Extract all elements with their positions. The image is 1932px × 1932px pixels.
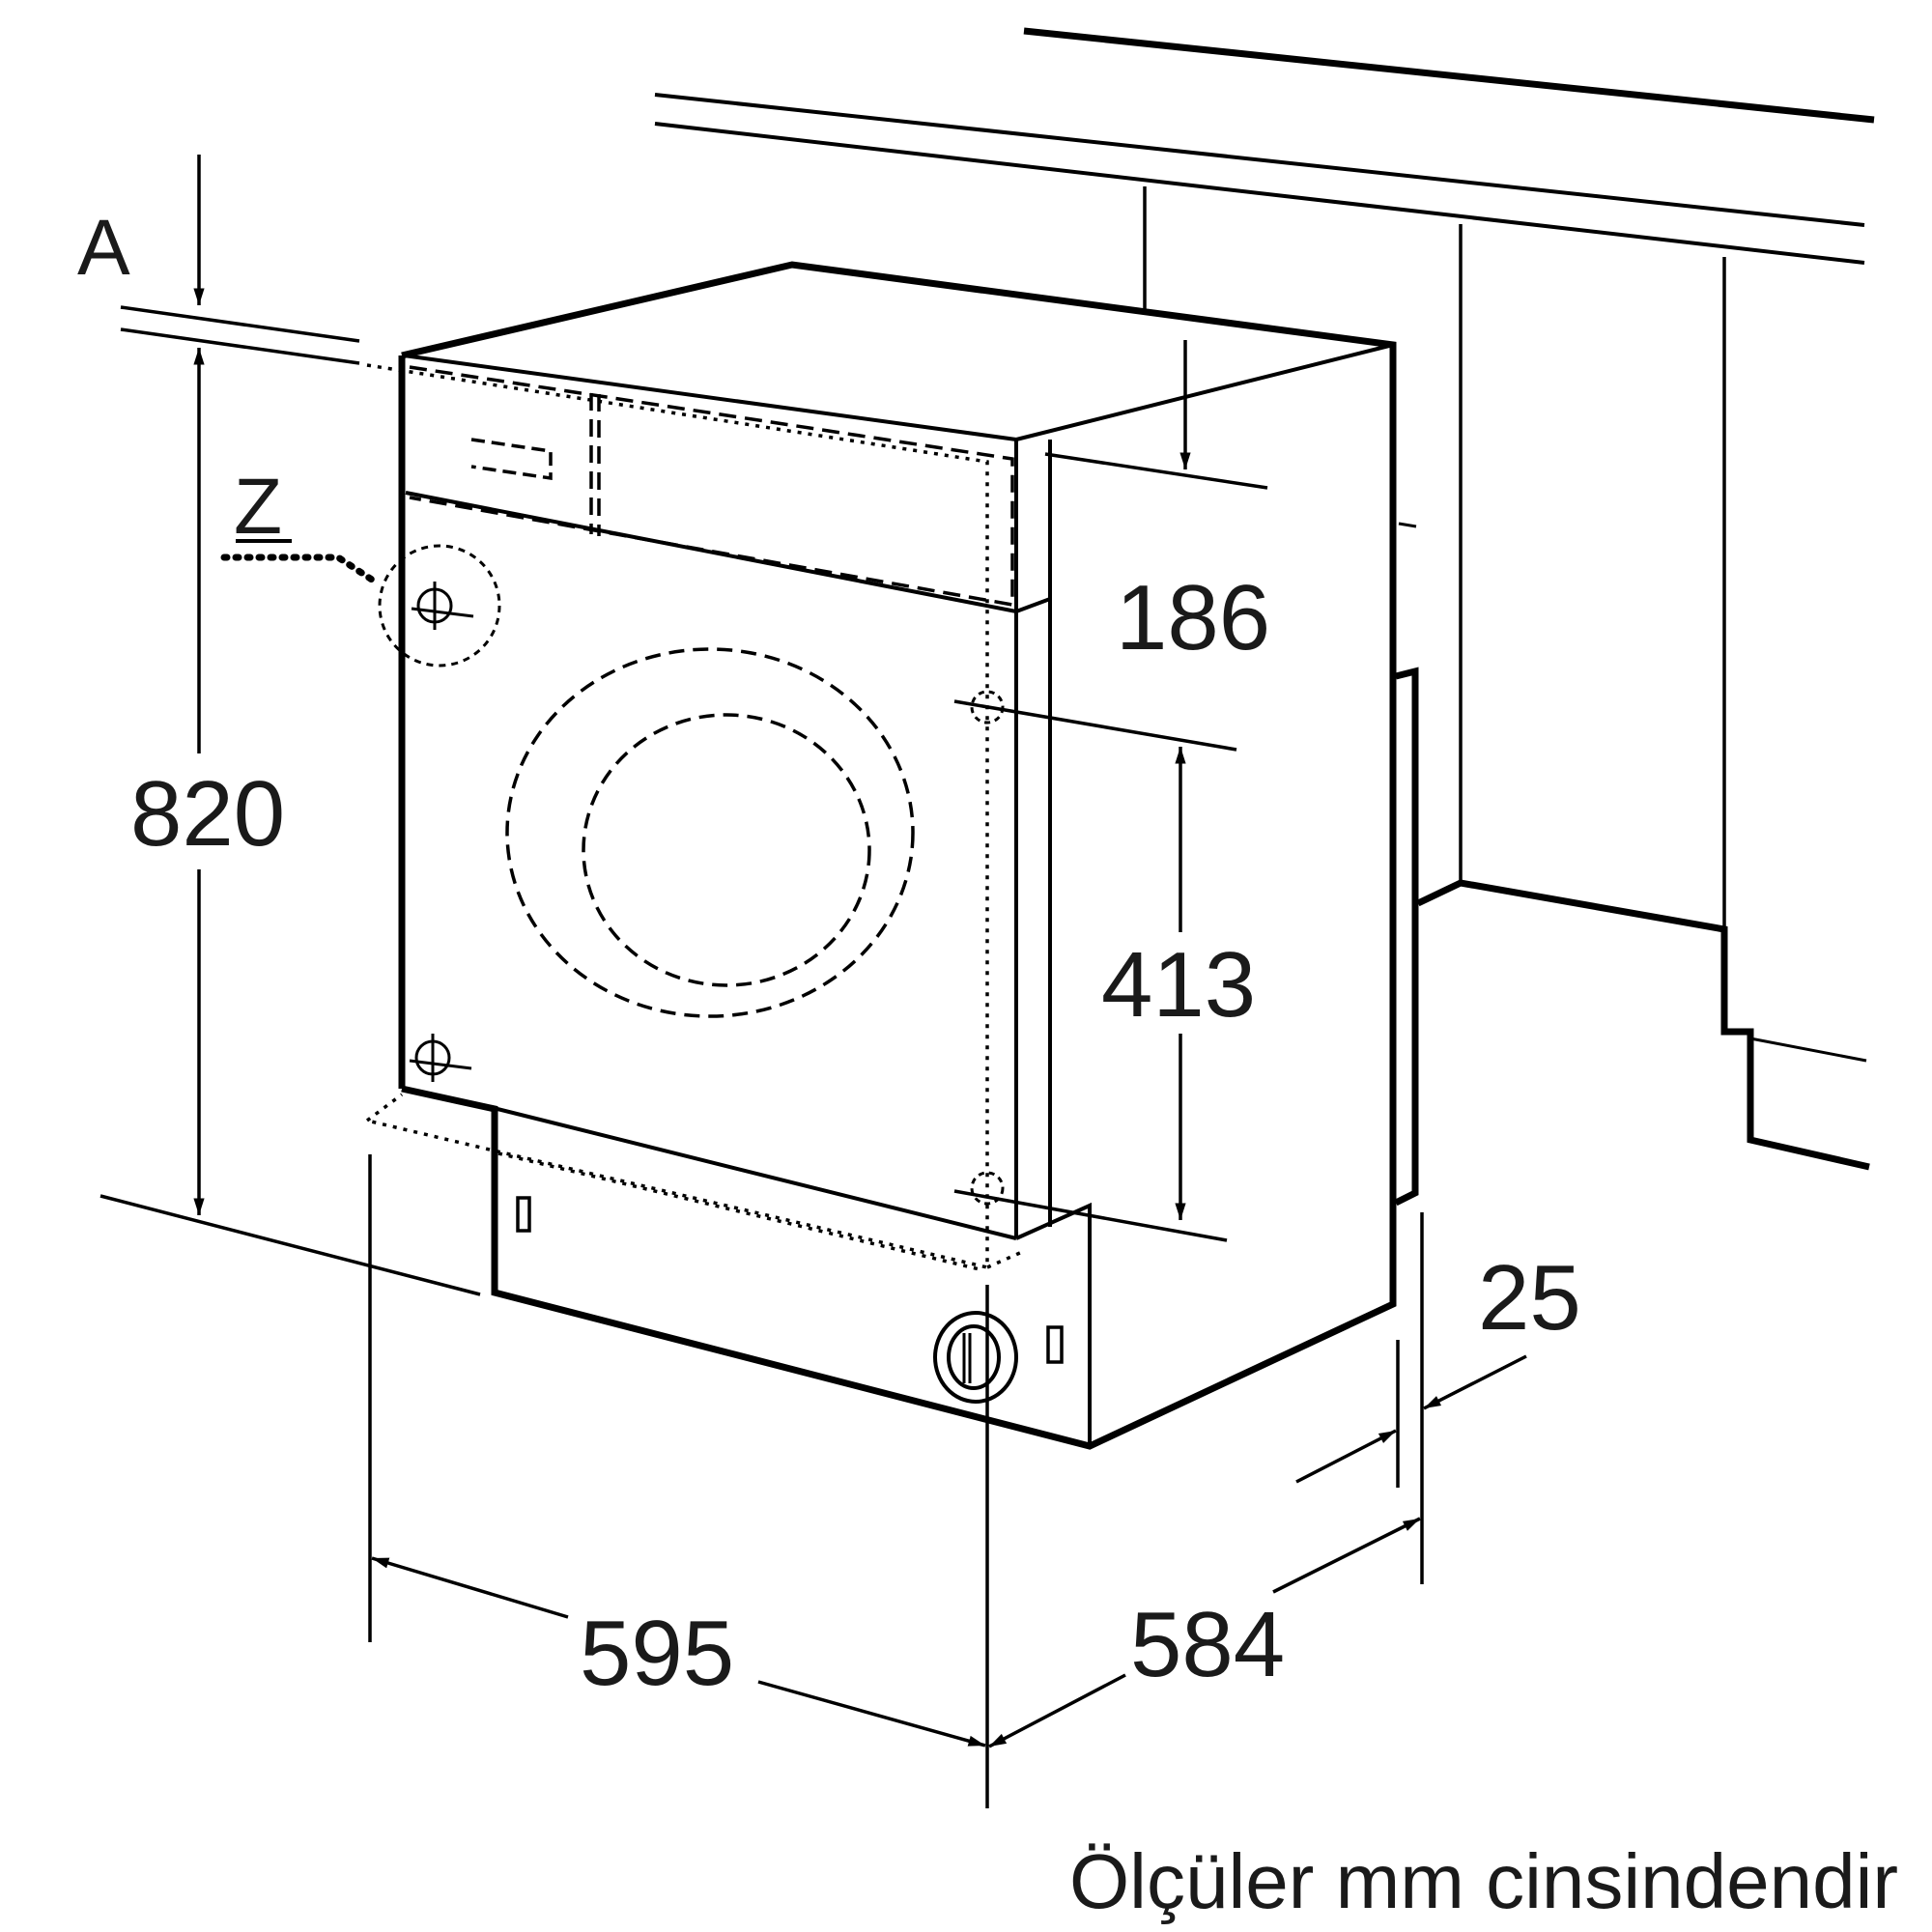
fixing-points <box>378 544 1005 1206</box>
z-leader <box>220 539 376 583</box>
dimension-a <box>120 155 360 365</box>
dimension-height <box>99 348 481 1296</box>
dimension-top-panel <box>1044 340 1268 490</box>
dimension-top-panel-label: 186 <box>1116 566 1270 669</box>
countertop-lines <box>654 27 1875 265</box>
door-porthole <box>505 647 915 1018</box>
dimension-door-zone <box>953 699 1237 1242</box>
adjacent-cabinet <box>1143 186 1870 1207</box>
units-caption: Ölçüler mm cinsindendir <box>1069 1838 1898 1924</box>
dimension-depth <box>988 1212 1424 1748</box>
dimension-width-label: 595 <box>580 1602 734 1705</box>
washing-machine-body <box>365 261 1397 1450</box>
dimension-door-offset-label: 25 <box>1478 1246 1581 1350</box>
dimension-width <box>368 1154 989 1808</box>
dimension-depth-label: 584 <box>1130 1593 1285 1696</box>
label-a: A <box>77 204 130 292</box>
dimension-height-label: 820 <box>130 762 285 866</box>
dimension-door-zone-label: 413 <box>1101 933 1256 1037</box>
label-z: Z <box>234 463 282 551</box>
dimension-door-offset <box>1295 1354 1527 1484</box>
